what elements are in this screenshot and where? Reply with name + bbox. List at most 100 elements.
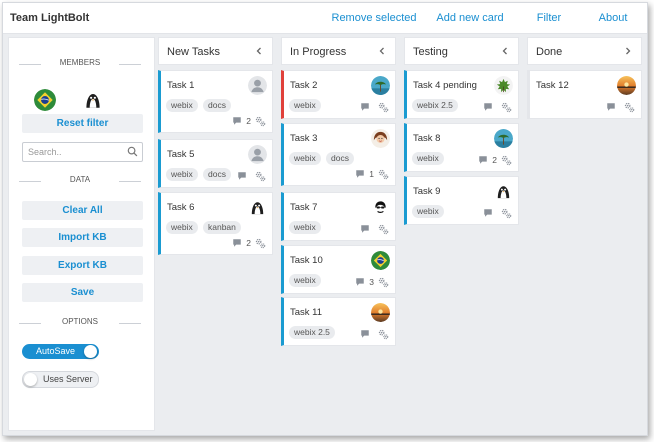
comment-icon[interactable] bbox=[483, 208, 493, 218]
task-card[interactable]: Task 8 webix 2 bbox=[404, 123, 519, 172]
card-footer: 1 bbox=[355, 168, 389, 180]
card-tag: webix bbox=[412, 205, 444, 218]
comment-icon[interactable] bbox=[606, 102, 616, 112]
search-input[interactable] bbox=[28, 144, 124, 160]
chevron-left-icon[interactable] bbox=[254, 46, 264, 56]
comment-icon[interactable] bbox=[355, 169, 365, 179]
card-footer bbox=[606, 101, 635, 113]
sidebar: MEMBERS Reset filter DATA Clear All Impo… bbox=[8, 37, 155, 431]
card-tag: docs bbox=[203, 99, 231, 112]
column-title: Testing bbox=[413, 46, 448, 58]
comment-icon[interactable] bbox=[360, 224, 370, 234]
column-header-testing: Testing bbox=[404, 37, 519, 65]
settings-gears-icon[interactable] bbox=[378, 224, 389, 235]
column-title: Done bbox=[536, 46, 563, 58]
comment-icon[interactable] bbox=[478, 155, 488, 165]
settings-gears-icon[interactable] bbox=[378, 169, 389, 180]
comment-icon[interactable] bbox=[360, 329, 370, 339]
leaf-avatar-icon bbox=[494, 76, 513, 95]
card-title: Task 10 bbox=[290, 255, 323, 266]
task-card[interactable]: Task 2 webix bbox=[281, 70, 396, 119]
settings-gears-icon[interactable] bbox=[378, 102, 389, 113]
card-title: Task 7 bbox=[290, 202, 318, 213]
settings-gears-icon[interactable] bbox=[255, 116, 266, 127]
card-tag: kanban bbox=[203, 221, 241, 234]
task-card[interactable]: Task 12 bbox=[527, 70, 642, 119]
task-card[interactable]: Task 10 webix 3 bbox=[281, 245, 396, 294]
clear-all-button[interactable]: Clear All bbox=[22, 201, 143, 220]
autosave-toggle[interactable]: AutoSave bbox=[22, 344, 99, 359]
column-header-in-progress: In Progress bbox=[281, 37, 396, 65]
card-title: Task 1 bbox=[167, 80, 195, 91]
chevron-right-icon[interactable] bbox=[623, 46, 633, 56]
card-footer bbox=[360, 328, 389, 340]
data-section-label: DATA bbox=[19, 175, 141, 187]
member-avatar-brazil[interactable] bbox=[34, 89, 56, 111]
card-tag: webix bbox=[289, 221, 321, 234]
top-toolbar: Team LightBolt Remove selected Add new c… bbox=[3, 3, 647, 34]
card-title: Task 3 bbox=[290, 133, 318, 144]
column-header-done: Done bbox=[527, 37, 642, 65]
task-card[interactable]: Task 7 webix bbox=[281, 192, 396, 241]
comment-icon[interactable] bbox=[355, 277, 365, 287]
reset-filter-button[interactable]: Reset filter bbox=[22, 114, 143, 133]
about-button[interactable]: About bbox=[598, 12, 628, 24]
card-tag: webix bbox=[289, 99, 321, 112]
comment-icon[interactable] bbox=[237, 171, 247, 181]
search-icon[interactable] bbox=[127, 146, 138, 157]
card-title: Task 9 bbox=[413, 186, 441, 197]
penguin-icon bbox=[248, 198, 267, 217]
app-title: Team LightBolt bbox=[10, 12, 90, 24]
settings-gears-icon[interactable] bbox=[501, 102, 512, 113]
comment-count: 2 bbox=[246, 238, 251, 248]
card-footer: 3 bbox=[355, 276, 389, 288]
man-sunglasses-avatar-icon bbox=[371, 198, 390, 217]
comment-icon[interactable] bbox=[483, 102, 493, 112]
card-tag: webix 2.5 bbox=[412, 99, 458, 112]
settings-gears-icon[interactable] bbox=[501, 155, 512, 166]
task-card[interactable]: Task 9 webix bbox=[404, 176, 519, 225]
settings-gears-icon[interactable] bbox=[378, 329, 389, 340]
card-footer: 2 bbox=[232, 115, 266, 127]
settings-gears-icon[interactable] bbox=[255, 171, 266, 182]
options-section-label: OPTIONS bbox=[19, 317, 141, 329]
uses-server-toggle[interactable]: Uses Server bbox=[22, 371, 99, 388]
task-card[interactable]: Task 6 webix kanban 2 bbox=[158, 192, 273, 255]
comment-count: 3 bbox=[369, 277, 374, 287]
member-avatar-penguin[interactable] bbox=[82, 89, 104, 111]
export-kb-button[interactable]: Export KB bbox=[22, 256, 143, 275]
chevron-left-icon[interactable] bbox=[377, 46, 387, 56]
settings-gears-icon[interactable] bbox=[624, 102, 635, 113]
settings-gears-icon[interactable] bbox=[378, 277, 389, 288]
task-card[interactable]: Task 1 webix docs 2 bbox=[158, 70, 273, 133]
autosave-label: AutoSave bbox=[36, 346, 76, 356]
card-title: Task 4 pending bbox=[413, 80, 477, 91]
column-title: In Progress bbox=[290, 46, 347, 58]
card-title: Task 11 bbox=[290, 307, 323, 318]
brazil-flag-icon bbox=[371, 251, 390, 270]
task-card[interactable]: Task 4 pending webix 2.5 bbox=[404, 70, 519, 119]
task-card[interactable]: Task 11 webix 2.5 bbox=[281, 297, 396, 346]
chevron-left-icon[interactable] bbox=[500, 46, 510, 56]
comment-icon[interactable] bbox=[360, 102, 370, 112]
add-new-card-button[interactable]: Add new card bbox=[436, 12, 504, 24]
task-card[interactable]: Task 5 webix docs bbox=[158, 139, 273, 188]
comment-icon[interactable] bbox=[232, 116, 242, 126]
remove-selected-button[interactable]: Remove selected bbox=[331, 12, 417, 24]
card-tag: webix bbox=[289, 152, 321, 165]
save-button[interactable]: Save bbox=[22, 283, 143, 302]
settings-gears-icon[interactable] bbox=[501, 208, 512, 219]
user-placeholder-icon bbox=[248, 145, 267, 164]
import-kb-button[interactable]: Import KB bbox=[22, 228, 143, 247]
task-card[interactable]: Task 3 webix docs 1 bbox=[281, 123, 396, 186]
comment-icon[interactable] bbox=[232, 238, 242, 248]
filter-button[interactable]: Filter bbox=[536, 12, 562, 24]
card-tag: webix bbox=[166, 168, 198, 181]
settings-gears-icon[interactable] bbox=[255, 238, 266, 249]
column-header-new-tasks: New Tasks bbox=[158, 37, 273, 65]
card-tag: docs bbox=[203, 168, 231, 181]
card-tag: webix bbox=[289, 274, 321, 287]
card-tag: webix bbox=[166, 221, 198, 234]
card-footer bbox=[237, 170, 266, 182]
card-title: Task 8 bbox=[413, 133, 441, 144]
